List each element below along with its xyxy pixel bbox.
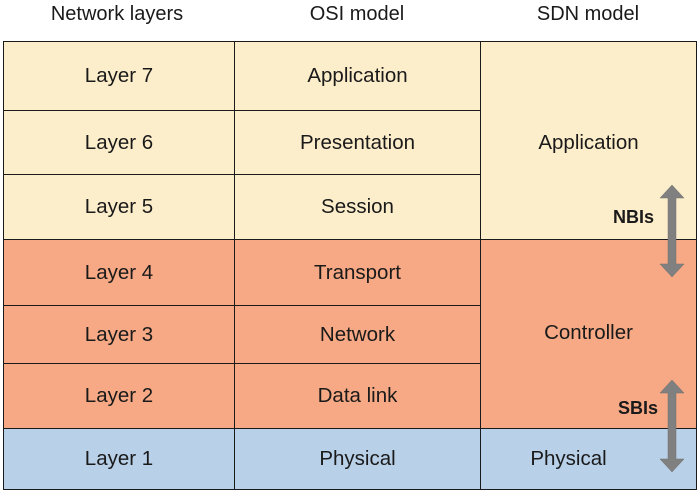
layer-6-cell: Layer 6 [3, 110, 235, 175]
layer-5-cell: Layer 5 [3, 174, 235, 240]
sbi-double-arrow-icon [659, 379, 685, 473]
layer-2-cell: Layer 2 [3, 363, 235, 429]
sdn-physical-cell: Physical [480, 428, 697, 490]
sdn-application-cell: Application [480, 41, 697, 240]
osi-presentation-cell: Presentation [234, 110, 481, 175]
osi-application-cell: Application [234, 41, 481, 111]
sdn-physical-label: Physical [530, 447, 607, 470]
layer-1-cell: Layer 1 [3, 428, 235, 490]
sbi-label: SBIs [618, 398, 659, 418]
sdn-controller-cell: Controller [480, 239, 697, 429]
osi-transport-cell: Transport [234, 239, 481, 306]
osi-physical-cell: Physical [234, 428, 481, 490]
osi-network-cell: Network [234, 305, 481, 364]
layer-7-cell: Layer 7 [3, 41, 235, 111]
sdn-application-label: Application [538, 130, 639, 154]
nbi-label: NBIs [613, 207, 655, 227]
layer-4-cell: Layer 4 [3, 239, 235, 306]
header-network-layers: Network layers [50, 3, 184, 25]
header-sdn-model: SDN model [536, 3, 640, 25]
layer-3-cell: Layer 3 [3, 305, 235, 364]
header-osi-model: OSI model [309, 3, 405, 25]
osi-session-cell: Session [234, 174, 481, 240]
osi-data-link-cell: Data link [234, 363, 481, 429]
nbi-double-arrow-icon [659, 184, 685, 278]
sdn-controller-label: Controller [544, 321, 633, 344]
